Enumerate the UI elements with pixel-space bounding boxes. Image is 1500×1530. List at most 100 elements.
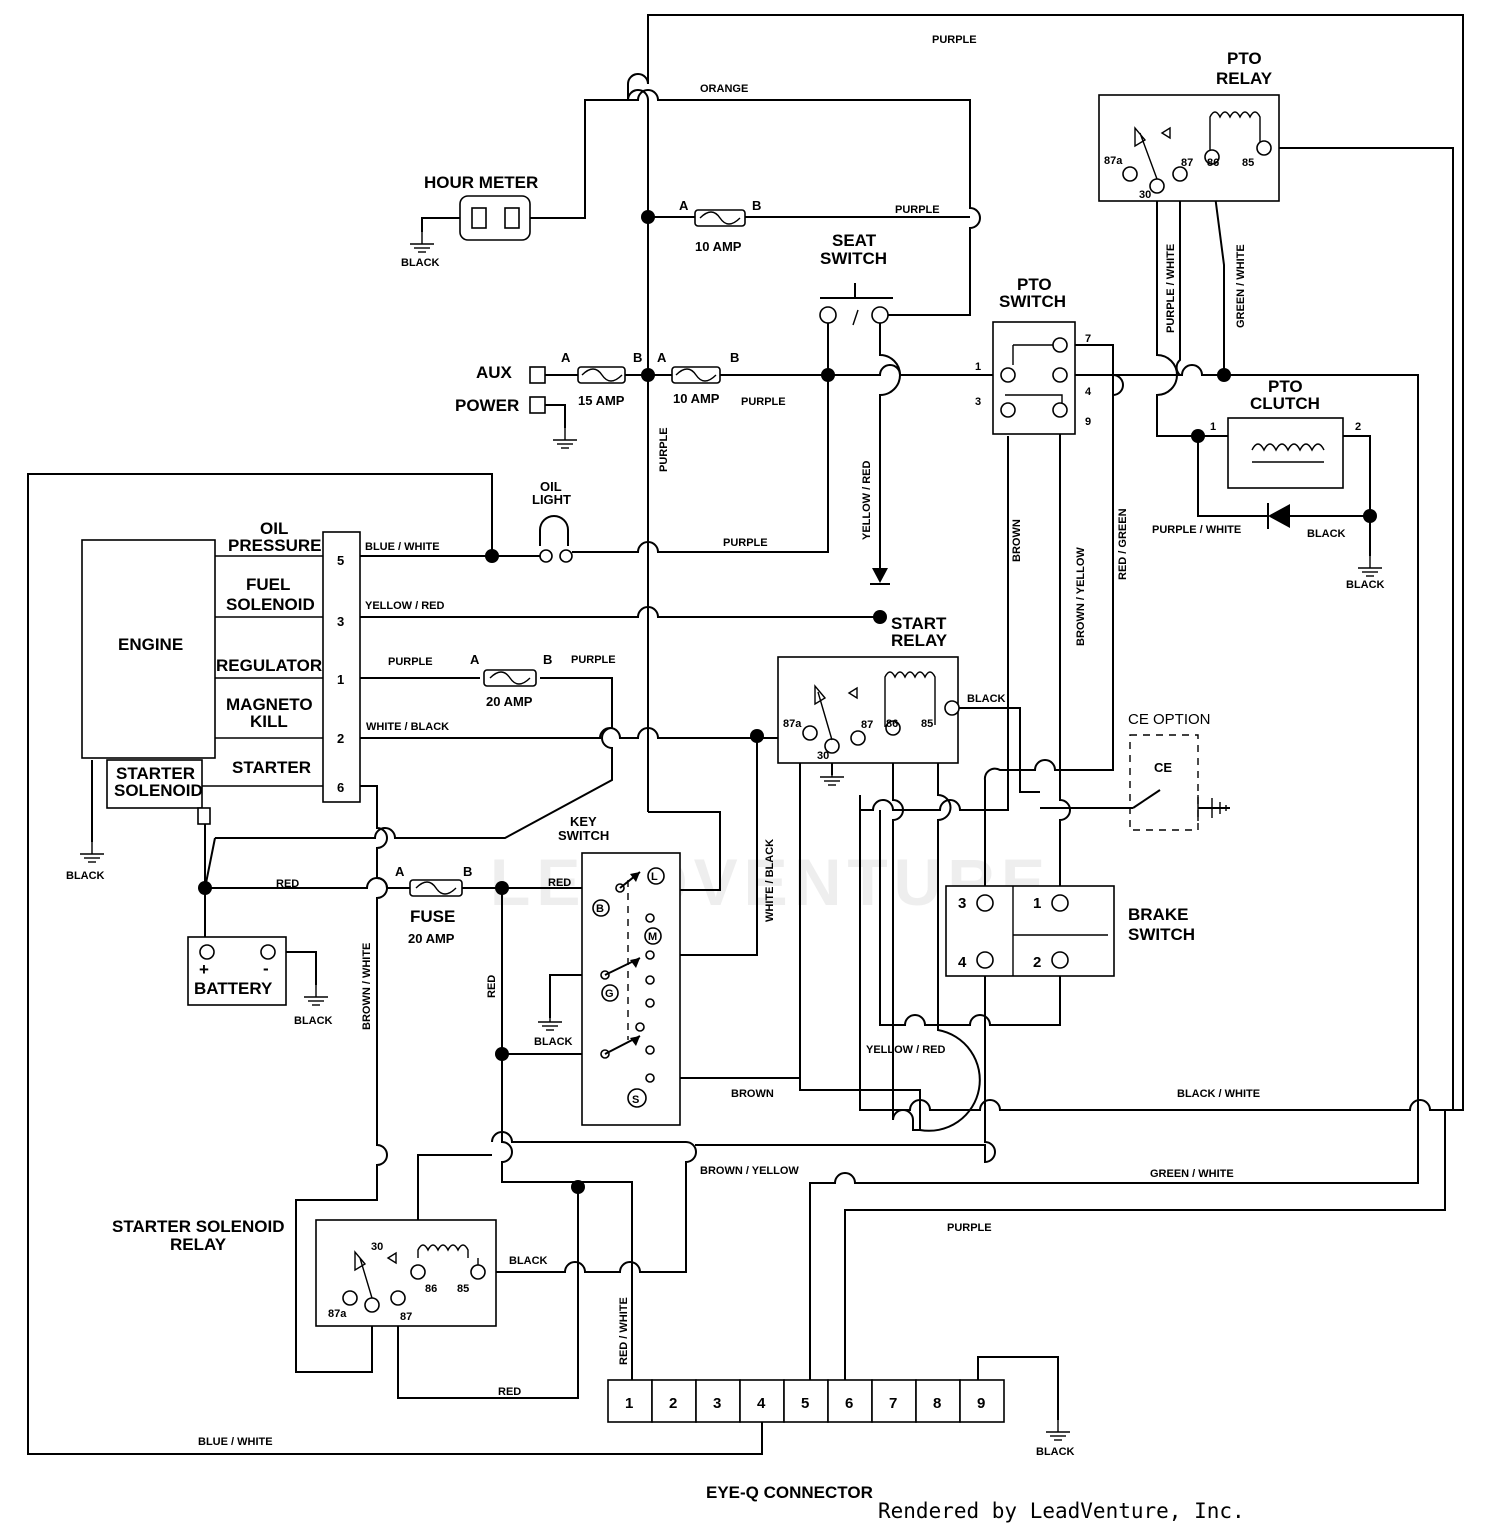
svg-text:1: 1 [1210,421,1216,433]
svg-text:PURPLE: PURPLE [741,396,786,408]
pto-relay: 87a 30 87 86 85 PTO RELAY [1098,49,1280,202]
svg-text:15 AMP: 15 AMP [578,393,625,408]
starter-solenoid-relay: 87a 30 87 86 85 STARTER SOLENOID RELAY [112,1217,497,1327]
fuses: A B 10 AMP A B 15 AMP A B 10 AMP A B 20 … [395,198,761,946]
svg-text:PTO: PTO [1227,49,1262,68]
svg-text:CE: CE [1154,760,1172,775]
svg-text:PURPLE / WHITE: PURPLE / WHITE [1152,524,1241,536]
svg-text:3: 3 [975,396,981,408]
svg-text:BROWN / YELLOW: BROWN / YELLOW [1075,547,1087,646]
svg-text:BLACK / WHITE: BLACK / WHITE [1177,1088,1260,1100]
svg-text:RED / GREEN: RED / GREEN [1117,508,1129,580]
key-switch: L B M G S KEY SWITCH [558,814,681,1126]
svg-text:LIGHT: LIGHT [532,492,571,507]
svg-text:3: 3 [958,895,966,912]
battery: + - BATTERY [187,936,287,1006]
svg-text:BLUE / WHITE: BLUE / WHITE [365,541,440,553]
svg-text:RED: RED [276,878,299,890]
svg-text:PTO: PTO [1268,377,1303,396]
svg-text:CE OPTION: CE OPTION [1128,711,1211,728]
connector-pin-7: 7 [889,1395,897,1412]
svg-text:YELLOW / RED: YELLOW / RED [866,1044,946,1056]
wire-labels: PURPLE ORANGE PURPLE BLACK PURPLE BLUE /… [66,34,1385,1458]
svg-text:PURPLE: PURPLE [571,654,616,666]
svg-text:START: START [891,614,947,633]
connector-pin-8: 8 [933,1395,941,1412]
connector-cell [607,1379,653,1423]
pto-clutch: 1 2 PTO CLUTCH [1210,377,1361,529]
svg-text:SWITCH: SWITCH [558,828,609,843]
svg-text:POWER: POWER [455,396,519,415]
credit-text: Rendered by LeadVenture, Inc. [878,1499,1245,1523]
svg-text:RED: RED [498,1386,521,1398]
svg-text:BLACK: BLACK [66,870,105,882]
ground-symbols [79,231,1383,1441]
svg-text:3: 3 [337,614,344,629]
svg-text:PURPLE: PURPLE [895,204,940,216]
connector-pin-2: 2 [669,1395,677,1412]
svg-text:BROWN / WHITE: BROWN / WHITE [361,943,373,1030]
svg-text:STARTER: STARTER [232,758,311,777]
svg-text:STARTER: STARTER [116,764,195,783]
svg-text:87a: 87a [783,718,802,730]
svg-text:BLACK: BLACK [534,1036,573,1048]
svg-text:BLACK: BLACK [1036,1446,1075,1458]
svg-text:L: L [651,871,658,883]
svg-text:87: 87 [400,1311,412,1323]
connector-pin-5: 5 [801,1395,809,1412]
connector-cell [915,1379,961,1423]
svg-text:10 AMP: 10 AMP [695,239,742,254]
svg-text:BLUE / WHITE: BLUE / WHITE [198,1436,273,1448]
connector-cell [739,1379,785,1423]
svg-text:RELAY: RELAY [170,1235,227,1254]
svg-text:PURPLE: PURPLE [723,537,768,549]
svg-text:BLACK: BLACK [401,257,440,269]
svg-text:BROWN / YELLOW: BROWN / YELLOW [700,1165,799,1177]
svg-text:87: 87 [1181,157,1193,169]
engine: ENGINE OIL PRESSURE FUEL SOLENOID REGULA… [81,519,361,825]
svg-text:A: A [470,652,480,667]
connector-cell [959,1379,1005,1423]
eye-q-label: EYE-Q CONNECTOR [706,1483,873,1502]
svg-text:85: 85 [1242,157,1254,169]
svg-text:B: B [730,350,739,365]
svg-text:B: B [752,198,761,213]
svg-text:30: 30 [817,750,829,762]
svg-text:STARTER SOLENOID: STARTER SOLENOID [112,1217,285,1236]
svg-text:REGULATOR: REGULATOR [216,656,322,675]
svg-text:86: 86 [886,718,898,730]
svg-text:SWITCH: SWITCH [1128,925,1195,944]
svg-text:BRAKE: BRAKE [1128,905,1188,924]
svg-text:SOLENOID: SOLENOID [226,595,315,614]
svg-text:AUX: AUX [476,363,513,382]
svg-text:RED: RED [486,975,498,998]
hour-meter: HOUR METER [424,173,538,241]
svg-text:87: 87 [861,719,873,731]
brake-switch: 3 1 4 2 BRAKE SWITCH [945,885,1195,977]
seat-switch: SEAT SWITCH [819,231,893,326]
svg-text:86: 86 [425,1283,437,1295]
svg-text:1: 1 [1033,895,1041,912]
svg-text:4: 4 [958,954,967,971]
svg-text:RED: RED [548,877,571,889]
svg-text:BLACK: BLACK [967,693,1006,705]
svg-text:B: B [633,350,642,365]
svg-text:-: - [263,959,269,978]
svg-text:WHITE / BLACK: WHITE / BLACK [366,721,449,733]
svg-text:1: 1 [337,672,344,687]
svg-text:6: 6 [337,780,344,795]
svg-text:KEY: KEY [570,814,597,829]
svg-text:PTO: PTO [1017,275,1052,294]
svg-text:30: 30 [371,1241,383,1253]
connector-pin-9: 9 [977,1395,985,1412]
svg-text:20 AMP: 20 AMP [486,694,533,709]
svg-text:MAGNETO: MAGNETO [226,695,313,714]
svg-text:86: 86 [1207,157,1219,169]
junctions [198,210,1377,1194]
svg-text:G: G [605,988,614,1000]
svg-text:PRESSURE: PRESSURE [228,536,322,555]
svg-text:BROWN: BROWN [1011,519,1023,562]
connector-cell [871,1379,917,1423]
svg-text:ENGINE: ENGINE [118,635,183,654]
